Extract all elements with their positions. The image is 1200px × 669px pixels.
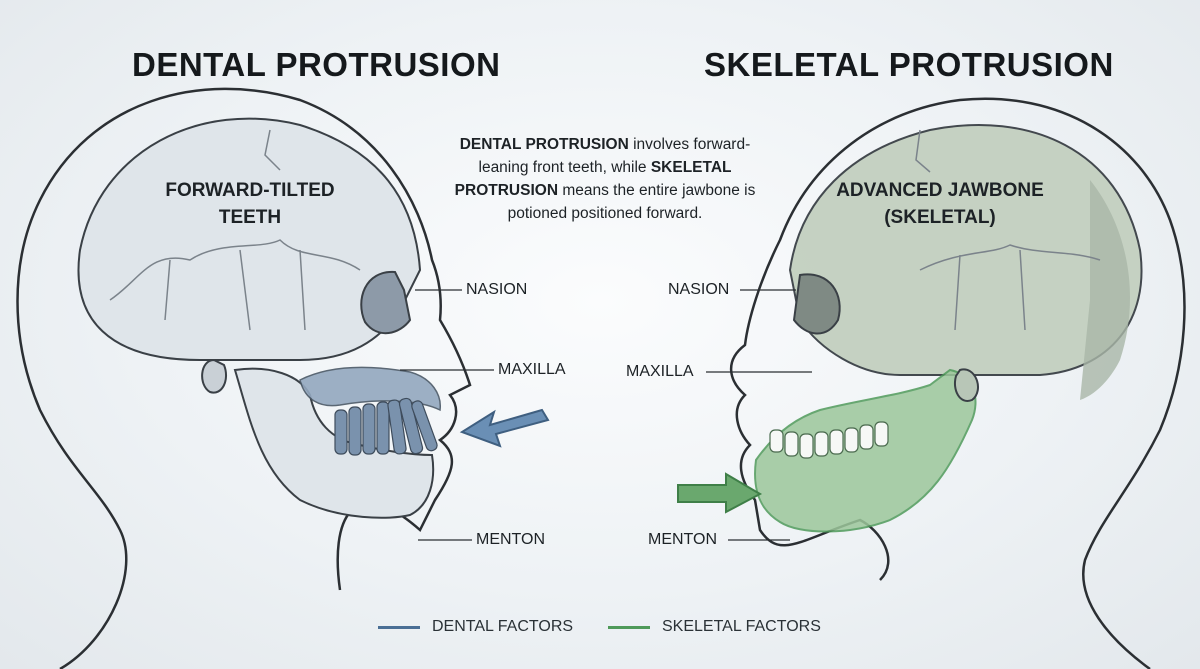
skeletal-arrow-icon [677, 472, 763, 514]
landmark-right-menton: MENTON [648, 531, 718, 548]
left-skull [77, 117, 422, 361]
left-skull-suture [109, 129, 361, 331]
caption-text-2: means the entire jawbone is potioned pos… [507, 182, 756, 222]
left-head-outline [16, 87, 472, 669]
right-skull [788, 124, 1143, 376]
title-skeletal-protrusion: SKELETAL PROTRUSION [704, 46, 1114, 83]
title-dental-protrusion: DENTAL PROTRUSION [132, 46, 501, 83]
caption-text-1: involves forward-leaning front teeth, wh… [478, 136, 751, 176]
left-leader-lines [400, 289, 494, 541]
region-label-forward-tilted-teeth: FORWARD-TILTED TEETH [140, 177, 360, 231]
right-teeth [769, 421, 889, 459]
landmark-right-nasion: NASION [668, 281, 730, 298]
right-orbit [792, 273, 841, 335]
landmark-left-nasion: NASION [466, 281, 528, 298]
right-skull-suture [915, 129, 1101, 331]
legend-item-dental: DENTAL FACTORS [378, 618, 573, 636]
right-head [729, 97, 1186, 669]
legend-label-skeletal: SKELETAL FACTORS [662, 618, 821, 635]
landmark-right-maxilla: MAXILLA [626, 363, 694, 380]
legend-swatch-skeletal [608, 625, 650, 629]
left-orbit [360, 270, 412, 334]
right-jawbone [754, 368, 977, 533]
left-teeth [334, 397, 438, 456]
region-left-line2: TEETH [218, 207, 282, 228]
legend-item-skeletal: SKELETAL FACTORS [608, 618, 821, 636]
legend-swatch-dental [378, 625, 420, 629]
right-leader-lines [706, 289, 812, 541]
legend-label-dental: DENTAL FACTORS [432, 618, 574, 635]
right-skull-back-shade [1080, 180, 1130, 400]
landmark-left-menton: MENTON [476, 531, 546, 548]
left-ear [201, 358, 228, 394]
region-label-advanced-jawbone: ADVANCED JAWBONE (SKELETAL) [820, 177, 1060, 231]
region-right-line1: ADVANCED JAWBONE [836, 180, 1044, 201]
landmark-left-maxilla: MAXILLA [498, 361, 566, 378]
dental-arrow-icon [459, 408, 550, 448]
description-caption: DENTAL PROTRUSION involves forward-leani… [440, 133, 770, 225]
region-left-line1: FORWARD-TILTED [165, 180, 335, 201]
region-right-line2: (SKELETAL) [884, 207, 996, 228]
right-ear [954, 368, 979, 402]
right-head-outline [729, 97, 1186, 669]
caption-bold-skeletal: SKELETAL PROTRUSION [454, 159, 732, 199]
caption-bold-dental: DENTAL PROTRUSION [459, 136, 629, 153]
left-head [16, 87, 472, 669]
